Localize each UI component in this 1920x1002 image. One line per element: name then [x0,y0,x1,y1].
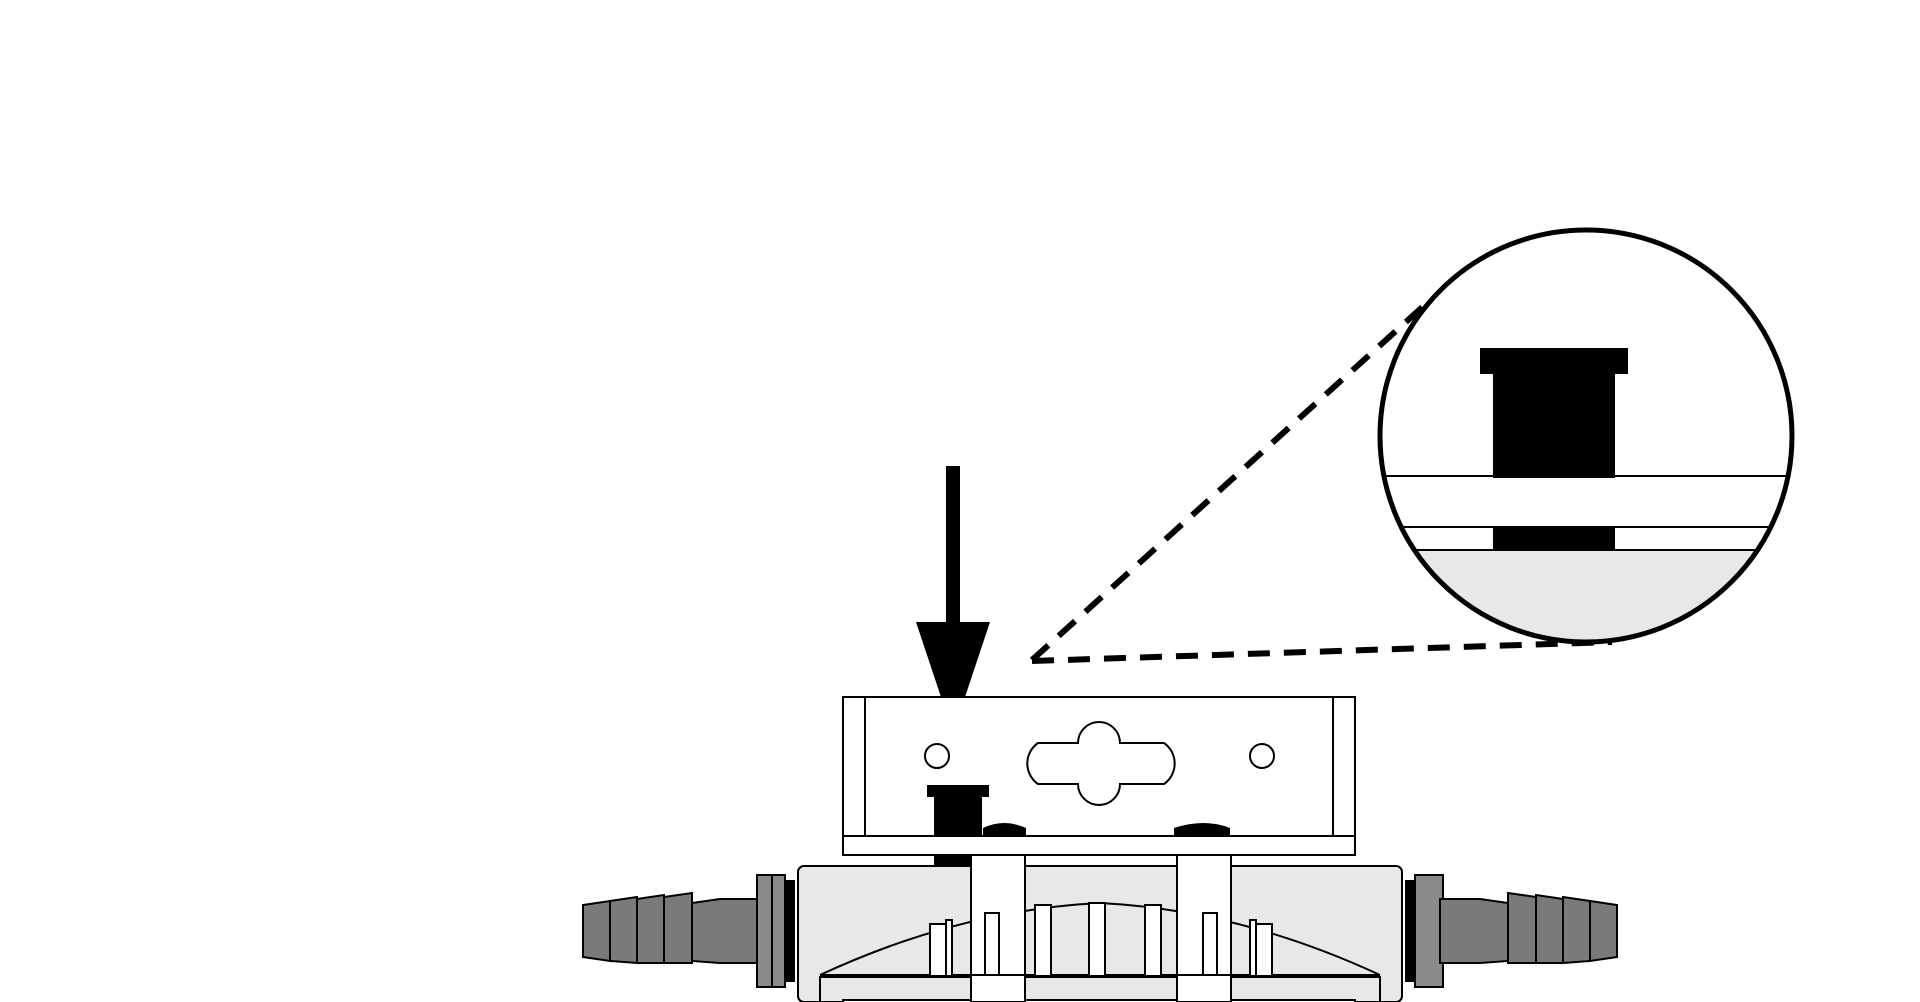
mounting-bracket [842,696,1356,867]
callout-leader-lines [1029,299,1613,664]
magnified-detail [1377,227,1795,645]
callout-pin-base [1493,527,1615,550]
arrow-head [916,622,990,733]
callout-pin-head [1480,348,1628,374]
arrow-shaft [946,466,960,628]
bracket-keyhole-slot [1026,721,1176,806]
down-arrow [916,466,990,733]
bracket-hole-right [1249,743,1275,769]
right-hose-barb [1405,874,1618,988]
right-fitting-nut [1414,874,1444,988]
callout-pin-shaft [1493,372,1615,478]
leader-line-lower [1031,639,1613,664]
sensor-base-flange [819,976,1381,1002]
leader-line-upper [1029,299,1431,663]
bracket-hole-left [924,743,950,769]
flow-sensor-body [797,854,1403,1002]
bracket-clip-left [983,823,1026,836]
bracket-clip-right [1174,823,1230,836]
left-hose-barb [582,874,795,988]
bracket-pin-head [927,785,989,797]
bracket-pin-shaft [934,796,982,836]
